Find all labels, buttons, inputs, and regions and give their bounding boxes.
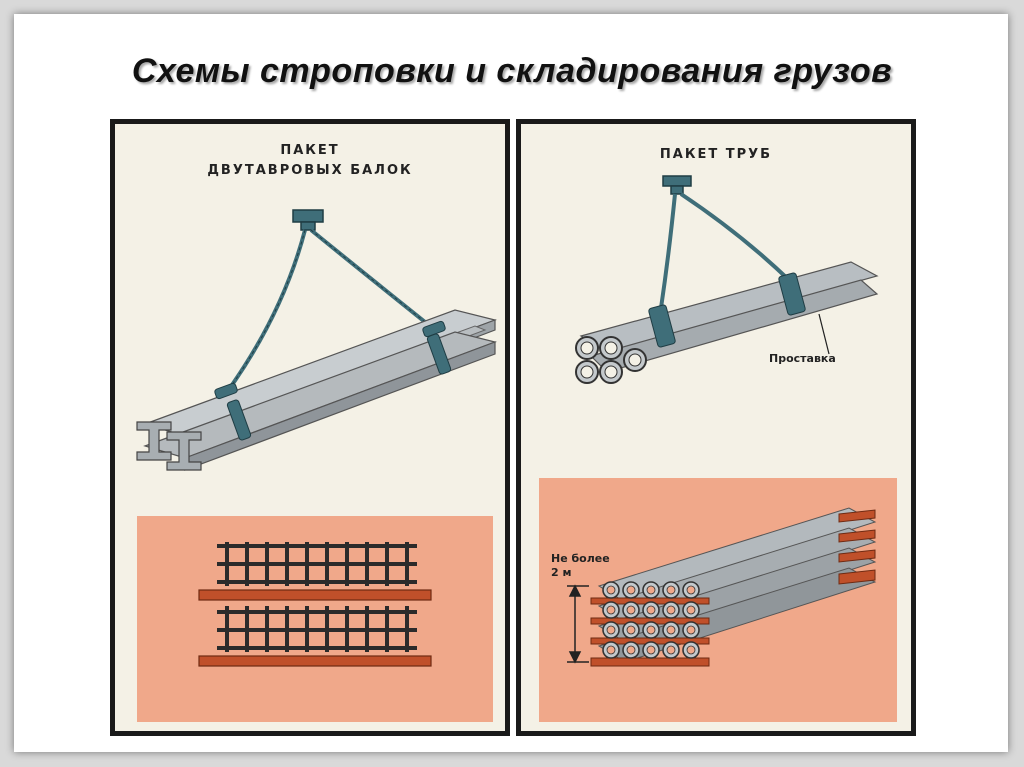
i-beam-stack-diagram bbox=[198, 542, 432, 667]
slide-title: Схемы строповки и складирования грузов bbox=[131, 52, 893, 90]
sling-rope-left bbox=[225, 229, 307, 394]
panel-i-beam-package: ПАКЕТ ДВУТАВРОВЫХ БАЛОК bbox=[110, 119, 510, 736]
spacer-label: Проставка bbox=[769, 352, 836, 365]
height-label-line2: 2 м bbox=[551, 566, 572, 579]
hook-icon bbox=[662, 175, 692, 187]
sling-rope-left bbox=[659, 193, 677, 309]
pipe-sling-diagram bbox=[575, 175, 879, 384]
timber-spacer bbox=[198, 589, 432, 601]
i-beam-sling-diagram bbox=[136, 209, 498, 471]
panel-title-line2: ДВУТАВРОВЫХ БАЛОК bbox=[207, 163, 413, 178]
i-beam-bundle bbox=[136, 309, 498, 471]
panel-pipe-package: ПАКЕТ ТРУБ bbox=[516, 119, 916, 736]
hook-icon bbox=[292, 209, 324, 223]
pipe-stack-diagram bbox=[567, 507, 877, 667]
panel-title-line1: ПАКЕТ bbox=[280, 143, 340, 158]
sling-rope-right bbox=[679, 192, 791, 282]
i-beam-storage-area bbox=[137, 516, 493, 722]
panel-title: ПАКЕТ ТРУБ bbox=[659, 147, 773, 162]
timber-base bbox=[590, 657, 710, 667]
height-label-line1: Не более bbox=[551, 552, 610, 565]
timber-base bbox=[198, 655, 432, 667]
pipe-storage-area: Не более 2 м bbox=[539, 478, 897, 722]
